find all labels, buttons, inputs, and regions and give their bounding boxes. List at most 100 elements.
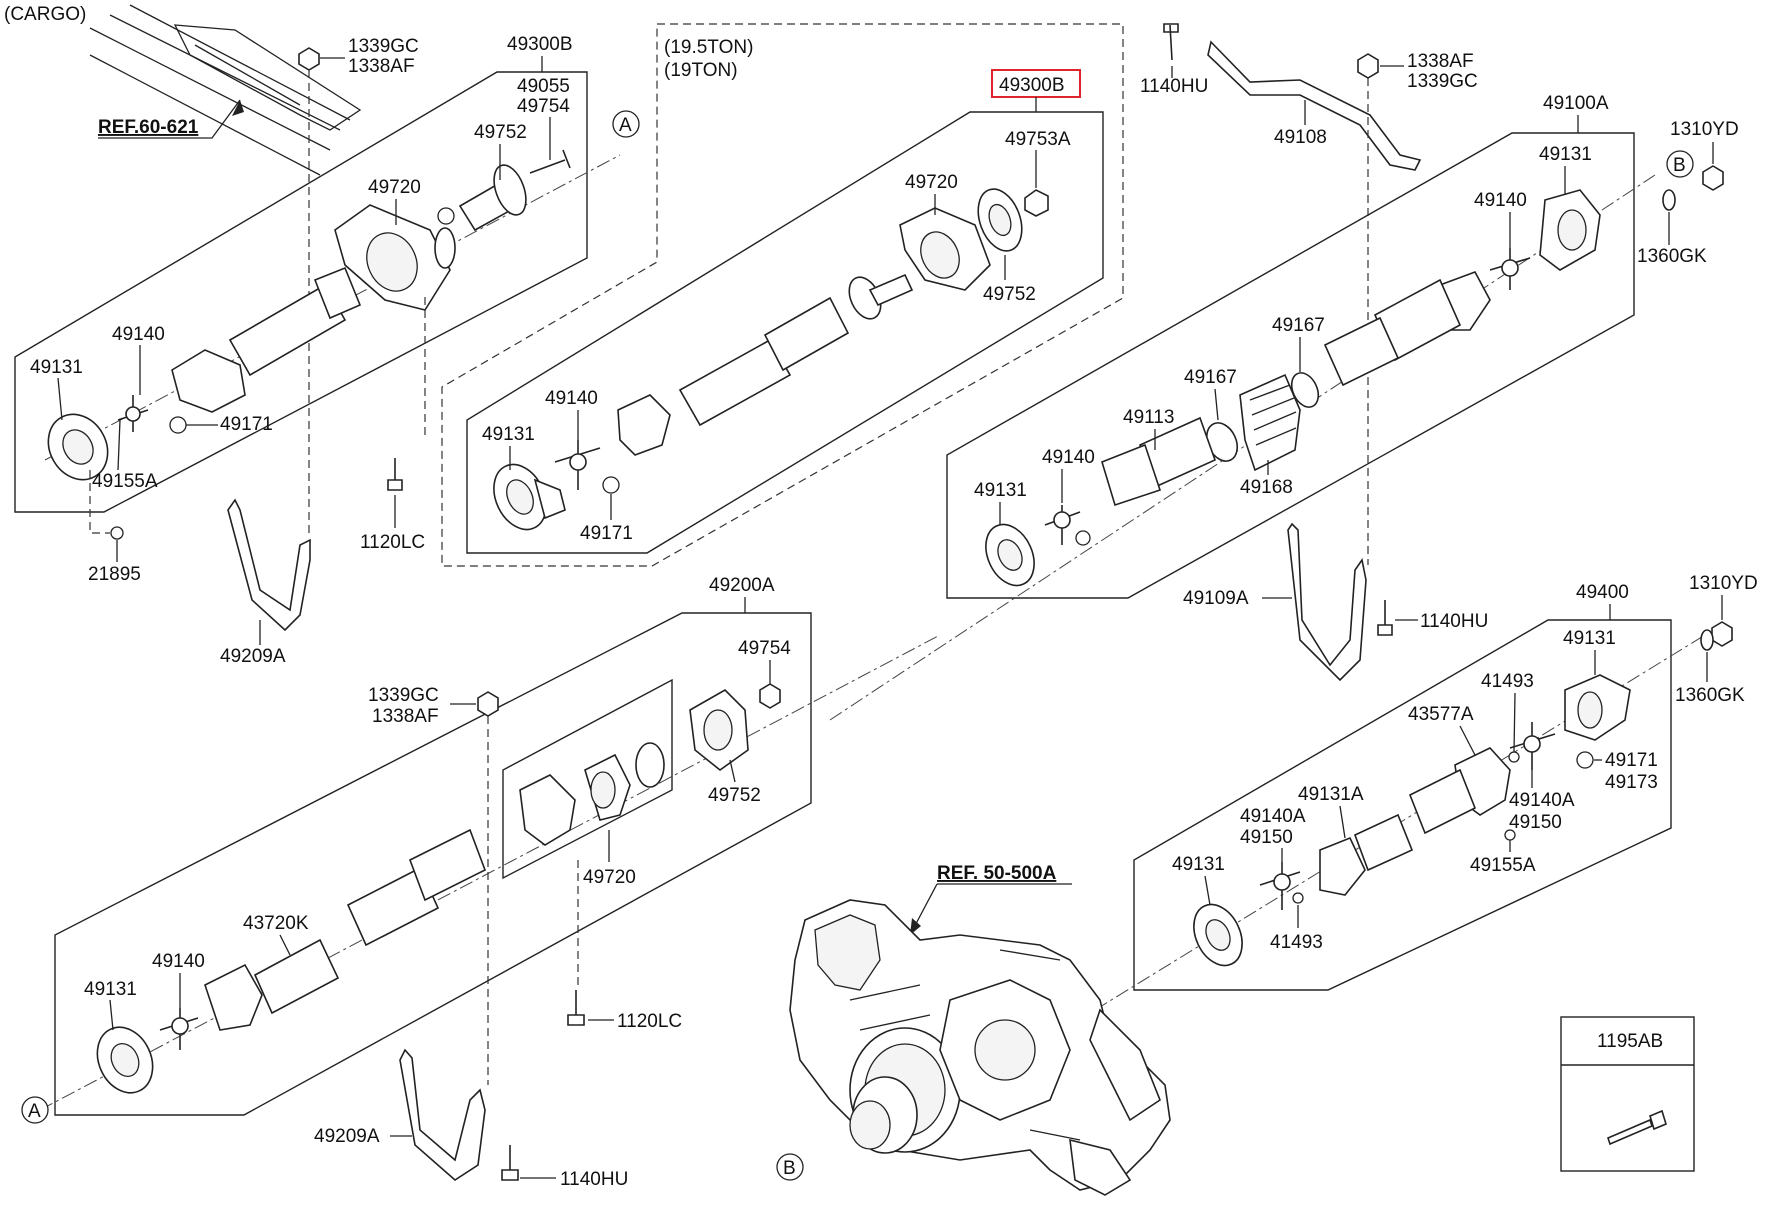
label-49754-top: 49754 <box>517 96 570 117</box>
label-49113: 49113 <box>1123 407 1174 428</box>
marker-a-top <box>612 110 640 138</box>
frame-reference[interactable]: REF.60-621 <box>98 117 199 138</box>
label-41493-top: 41493 <box>1481 671 1534 692</box>
group-center-box <box>54 612 812 1116</box>
label-49173: 49173 <box>1605 772 1658 793</box>
label-49131-lower-right: 49131 <box>1172 854 1225 875</box>
label-49055: 49055 <box>517 76 570 97</box>
label-49131-top-left: 49131 <box>30 357 83 378</box>
label-49131-center: 49131 <box>84 979 137 1000</box>
leader-43720K <box>279 934 291 956</box>
label-49140A-lower: 49140A <box>1240 806 1306 827</box>
label-43577A: 43577A <box>1408 704 1474 725</box>
group-center-inner-box <box>502 678 673 880</box>
label-49754-center: 49754 <box>738 638 791 659</box>
label-1120LC-center: 1120LC <box>617 1011 682 1032</box>
bolt-1120LC-top <box>387 458 403 491</box>
group-top-right-centerline <box>829 174 1656 721</box>
axle-reference[interactable]: REF. 50-500A <box>937 863 1057 884</box>
label-49140-center-top: 49140 <box>545 388 598 409</box>
right-parts <box>1193 621 1733 967</box>
group-right-box <box>1133 619 1672 991</box>
leader-49131-top-left <box>57 377 63 421</box>
label-49209A-center: 49209A <box>314 1126 380 1147</box>
group-top-left-box <box>14 71 588 513</box>
label-49131-top-right: 49131 <box>1539 144 1592 165</box>
group-center-top-dashed <box>441 23 1124 567</box>
group-top-right-box <box>946 132 1635 599</box>
label-49720-center-top: 49720 <box>905 172 958 193</box>
label-49720-center: 49720 <box>583 867 636 888</box>
label-49400: 49400 <box>1576 582 1629 603</box>
leader-49131-lower-right <box>1204 875 1211 906</box>
leader-43577A <box>1459 725 1476 756</box>
label-1339GC-center: 1339GC <box>368 685 439 706</box>
bracket-49108 <box>1163 23 1422 565</box>
top-left-parts <box>47 47 571 632</box>
marker-a-top-label: A <box>619 115 632 136</box>
label-49171-right: 49171 <box>1605 750 1658 771</box>
label-49109A: 49109A <box>1183 588 1249 609</box>
label-43720K: 43720K <box>243 913 309 934</box>
label-1360GK-right: 1360GK <box>1675 685 1745 706</box>
callout-box-header: 1195AB <box>1597 1031 1663 1052</box>
callout-box-1195AB <box>1560 1016 1695 1172</box>
cargo-title: (CARGO) <box>4 4 86 25</box>
bolt-1195AB-icon <box>1607 1109 1667 1146</box>
label-49200A: 49200A <box>709 575 775 596</box>
label-49753A: 49753A <box>1005 129 1071 150</box>
rear-axle-housing <box>789 899 1171 1196</box>
tonnage-label-2: (19TON) <box>664 60 738 81</box>
label-49131-right: 49131 <box>1563 628 1616 649</box>
label-49131-center-top: 49131 <box>482 424 535 445</box>
center-parts <box>96 683 781 1182</box>
frame-ref-leader <box>98 99 241 139</box>
label-49140-mid-right: 49140 <box>1042 447 1095 468</box>
label-49167-b: 49167 <box>1184 367 1237 388</box>
label-1120LC-top: 1120LC <box>360 532 425 553</box>
group-center-centerline <box>39 634 941 1111</box>
label-49108: 49108 <box>1274 127 1327 148</box>
label-49209A-top-left: 49209A <box>220 646 286 667</box>
label-49150-lower: 49150 <box>1240 827 1293 848</box>
label-49752-center-top: 49752 <box>983 284 1036 305</box>
top-right-parts <box>985 165 1724 587</box>
label-49171-top-left: 49171 <box>220 414 273 435</box>
label-49720-top-left: 49720 <box>368 177 421 198</box>
marker-b-bottom <box>776 1153 804 1181</box>
label-1140HU-top: 1140HU <box>1140 76 1208 97</box>
hanger-49109A <box>1287 522 1367 682</box>
label-1360GK-top: 1360GK <box>1637 246 1707 267</box>
label-49155A-right: 49155A <box>1470 855 1536 876</box>
label-41493-bottom: 41493 <box>1270 932 1323 953</box>
marker-b-bottom-label: B <box>783 1158 796 1179</box>
label-49300B-highlighted[interactable]: 49300B <box>999 75 1065 96</box>
marker-a-bottom <box>21 1096 49 1124</box>
marker-b-top-label: B <box>1673 155 1686 176</box>
label-49100A: 49100A <box>1543 93 1609 114</box>
leader-49167-b <box>1214 388 1219 421</box>
label-49168: 49168 <box>1240 477 1293 498</box>
label-1338AF-center: 1338AF <box>372 706 439 727</box>
leader-49131A <box>1339 805 1346 839</box>
label-1310YD-top: 1310YD <box>1670 119 1739 140</box>
label-1310YD-right: 1310YD <box>1689 573 1758 594</box>
label-49150-right: 49150 <box>1509 812 1562 833</box>
label-1140HU-right: 1140HU <box>1420 611 1488 632</box>
label-1338AF: 1338AF <box>348 56 415 77</box>
label-49131-mid-right: 49131 <box>974 480 1027 501</box>
frame-crossmember <box>89 4 362 176</box>
group-center-top-box <box>466 111 1104 554</box>
axle-ref-arrow <box>910 918 921 935</box>
bolt-1140HU-right <box>1377 600 1393 636</box>
label-49131A: 49131A <box>1298 784 1364 805</box>
label-49300B-top-left: 49300B <box>507 34 573 55</box>
label-1338AF-top-right: 1338AF <box>1407 51 1474 72</box>
label-49752-center: 49752 <box>708 785 761 806</box>
label-1339GC-top-right: 1339GC <box>1407 71 1478 92</box>
label-21895: 21895 <box>88 564 141 585</box>
label-49752-top-left: 49752 <box>474 122 527 143</box>
label-49140-center: 49140 <box>152 951 205 972</box>
label-1140HU-center: 1140HU <box>560 1169 628 1190</box>
